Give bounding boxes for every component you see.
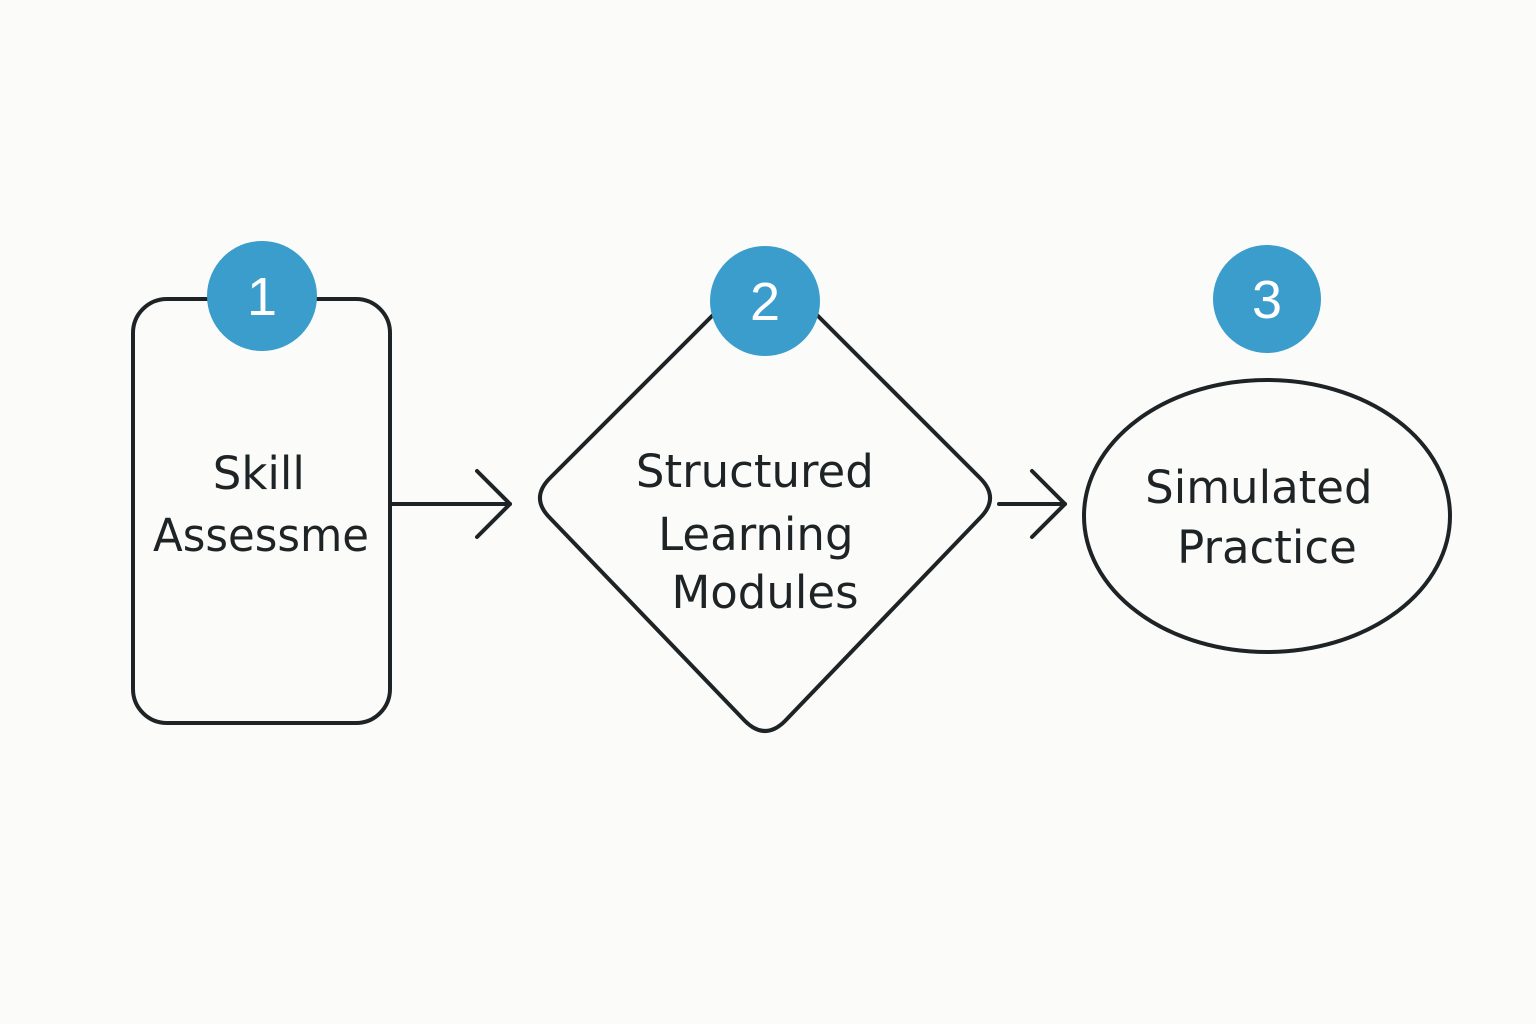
step-2-label-line-2: Learning [658, 508, 853, 561]
step-2-label: Structured Learning Modules [636, 445, 888, 619]
step-3-label-line-1: Simulated [1145, 461, 1372, 514]
step-1-number: 1 [247, 267, 277, 327]
arrow-1-head-icon [475, 469, 512, 539]
step-3-number: 3 [1252, 270, 1282, 330]
arrow-2-head-icon [1030, 469, 1067, 539]
step-2-badge [710, 246, 820, 356]
step-1: Skill Assessme 1 [131, 241, 392, 725]
step-2: Structured Learning Modules 2 [538, 246, 992, 733]
step-3-label: Simulated Practice [1145, 461, 1387, 574]
step-1-label-line-2: Assessme [153, 509, 369, 562]
step-2-number: 2 [750, 272, 780, 332]
step-3-shape [1082, 378, 1452, 654]
step-1-label-line-1: Skill [213, 447, 305, 500]
step-2-label-line-1: Structured [636, 445, 874, 498]
step-1-label: Skill Assessme [153, 447, 369, 562]
arrow-step-1-to-step-2 [390, 469, 512, 539]
step-1-badge [207, 241, 317, 351]
step-3: Simulated Practice 3 [1082, 245, 1452, 654]
step-3-badge [1213, 245, 1321, 353]
arrow-step-2-to-step-3 [997, 469, 1067, 539]
step-2-label-line-3: Modules [671, 566, 858, 619]
step-3-label-line-2: Practice [1177, 521, 1357, 574]
